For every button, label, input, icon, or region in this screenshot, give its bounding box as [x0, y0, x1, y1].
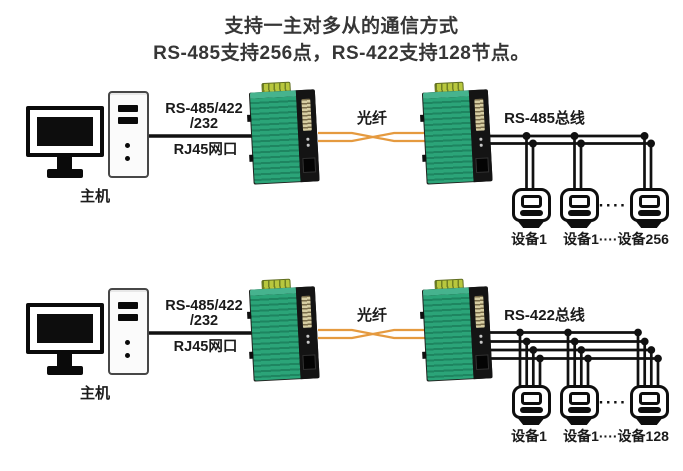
fiber-port — [302, 354, 317, 371]
monitor-icon — [26, 303, 104, 354]
monitor-icon — [26, 106, 104, 157]
device-icon — [511, 385, 551, 425]
serial-connector — [474, 98, 485, 132]
device-label-rest: 设备1····设备128 — [563, 428, 669, 444]
serial-connector — [301, 295, 312, 329]
computer-tower-icon — [108, 91, 149, 178]
serial-232-label: /232 — [189, 116, 219, 132]
fiber-label: 光纤 — [356, 307, 387, 324]
bus-label-rs485: RS-485总线 — [504, 110, 585, 127]
diagram-title-line2: RS-485支持256点，RS-422支持128节点。 — [153, 43, 530, 64]
fiber-port — [475, 354, 490, 371]
fiber-port — [475, 157, 490, 174]
fiber-converter-right — [420, 277, 493, 382]
monitor-base — [47, 366, 83, 375]
serial-standards-label: RS-485/422 — [165, 101, 243, 117]
device-label-rest: 设备1····设备256 — [563, 231, 669, 247]
wiring-rs485-section — [148, 131, 655, 190]
serial-connector — [474, 295, 485, 329]
device-label-first: 设备1 — [511, 428, 547, 444]
diagram-title-line1: 支持一主对多从的通信方式 — [224, 16, 459, 37]
monitor-base — [47, 169, 83, 178]
bus-label-rs422: RS-422总线 — [504, 307, 585, 324]
wiring-rs422-section — [148, 328, 662, 388]
ellipsis-dots: ···· — [598, 393, 628, 412]
fiber-cable — [318, 131, 430, 143]
device-label-first: 设备1 — [511, 231, 547, 247]
device-icon — [511, 188, 551, 228]
serial-standards-label: RS-485/422 — [165, 298, 243, 314]
device-icon — [629, 385, 669, 425]
fiber-port — [302, 157, 317, 174]
fiber-converter-left — [247, 80, 320, 185]
rj45-port-label: RJ45网口 — [173, 141, 238, 158]
monitor-stand — [57, 157, 72, 170]
fiber-label: 光纤 — [356, 110, 387, 127]
host-label: 主机 — [79, 385, 110, 402]
serial-232-label: /232 — [189, 313, 219, 329]
host-label: 主机 — [79, 188, 110, 205]
computer-tower-icon — [108, 288, 149, 375]
ellipsis-dots: ···· — [598, 196, 628, 215]
device-icon — [629, 188, 669, 228]
rj45-port-label: RJ45网口 — [173, 338, 238, 355]
device-icon — [559, 188, 599, 228]
serial-connector — [301, 98, 312, 132]
fiber-cable — [318, 328, 430, 340]
device-icon — [559, 385, 599, 425]
monitor-stand — [57, 354, 72, 367]
fiber-converter-right — [420, 80, 493, 185]
fiber-converter-left — [247, 277, 320, 382]
